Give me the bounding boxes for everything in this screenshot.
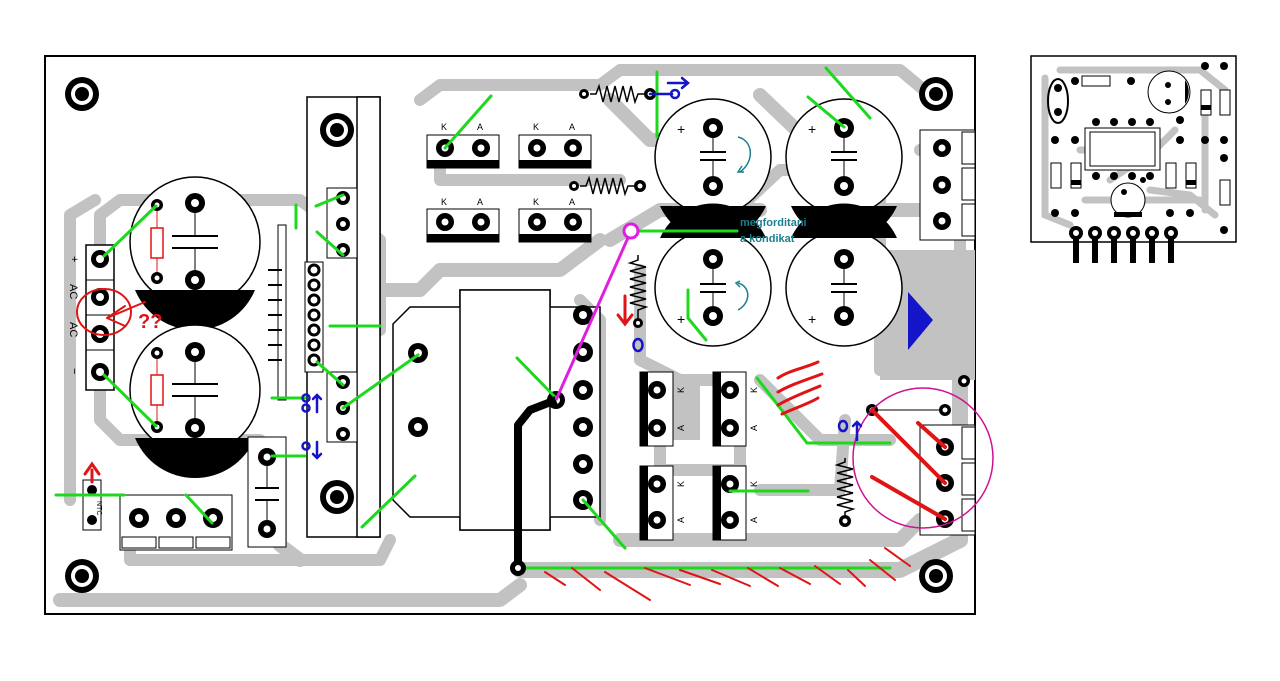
filter-capacitor-top [129,176,261,330]
cap1-plus: + [677,121,685,137]
diode4-a-label: A [569,197,575,207]
mounting-holes [65,77,953,593]
output-capacitor-4 [785,203,903,347]
cap3-plus: + [677,311,685,327]
diode1-k-label: K [441,122,447,132]
magenta-pad [622,222,640,240]
main-board: + AC AC − [44,55,976,615]
filter-capacitor-bottom [129,324,261,478]
label-ac-1: AC [67,284,79,299]
top-diodes [426,134,592,243]
output-connector-bottom [119,494,233,551]
d5-k-label: K [676,387,686,393]
label-minus: − [68,368,80,374]
top-resistors [569,83,856,527]
magenta-circle [852,387,994,529]
question-marks: ?? [138,311,162,333]
note-line-1: megforditani [740,217,807,229]
note-line-2: a kondikat [740,233,795,245]
cap4-plus: + [808,311,816,327]
label-plus: + [68,256,80,262]
red-marks [76,288,947,601]
d6-a-label: A [749,425,759,431]
diode1-a-label: A [477,122,483,132]
small-capacitor [247,436,287,548]
diode3-k-label: K [441,197,447,207]
hand-annotations: ?? megforditani a kondikat [54,66,994,601]
black-wire [514,396,558,568]
d7-k-label: K [676,481,686,487]
input-connector [85,244,115,391]
transformer [392,289,601,531]
green-jumper-wires [54,66,892,570]
d5-a-label: A [676,425,686,431]
d7-a-label: A [676,517,686,523]
diode2-k-label: K [533,122,539,132]
blue-marks [301,76,863,460]
d8-a-label: A [749,517,759,523]
d8-k-label: K [749,481,759,487]
secondary-board-pins [1069,226,1178,263]
right-connector-bottom [866,375,976,536]
right-connector-top [919,129,976,241]
label-ac-2: AC [67,322,79,337]
bridge-diodes [639,371,747,541]
diode4-k-label: K [533,197,539,207]
diode2-a-label: A [569,122,575,132]
teal-rotate-arrows [734,136,751,311]
cap2-plus: + [808,121,816,137]
d6-k-label: K [749,387,759,393]
secondary-board [1030,55,1237,263]
magenta-wire [554,230,633,401]
ntc-thermistor [82,479,102,531]
output-capacitor-3 [654,203,772,347]
pin-header [268,261,324,373]
diode3-a-label: A [477,197,483,207]
regulator-heatsink [268,96,381,538]
blue-triangle-marker [908,292,933,350]
label-ntc: NTC [95,501,102,515]
